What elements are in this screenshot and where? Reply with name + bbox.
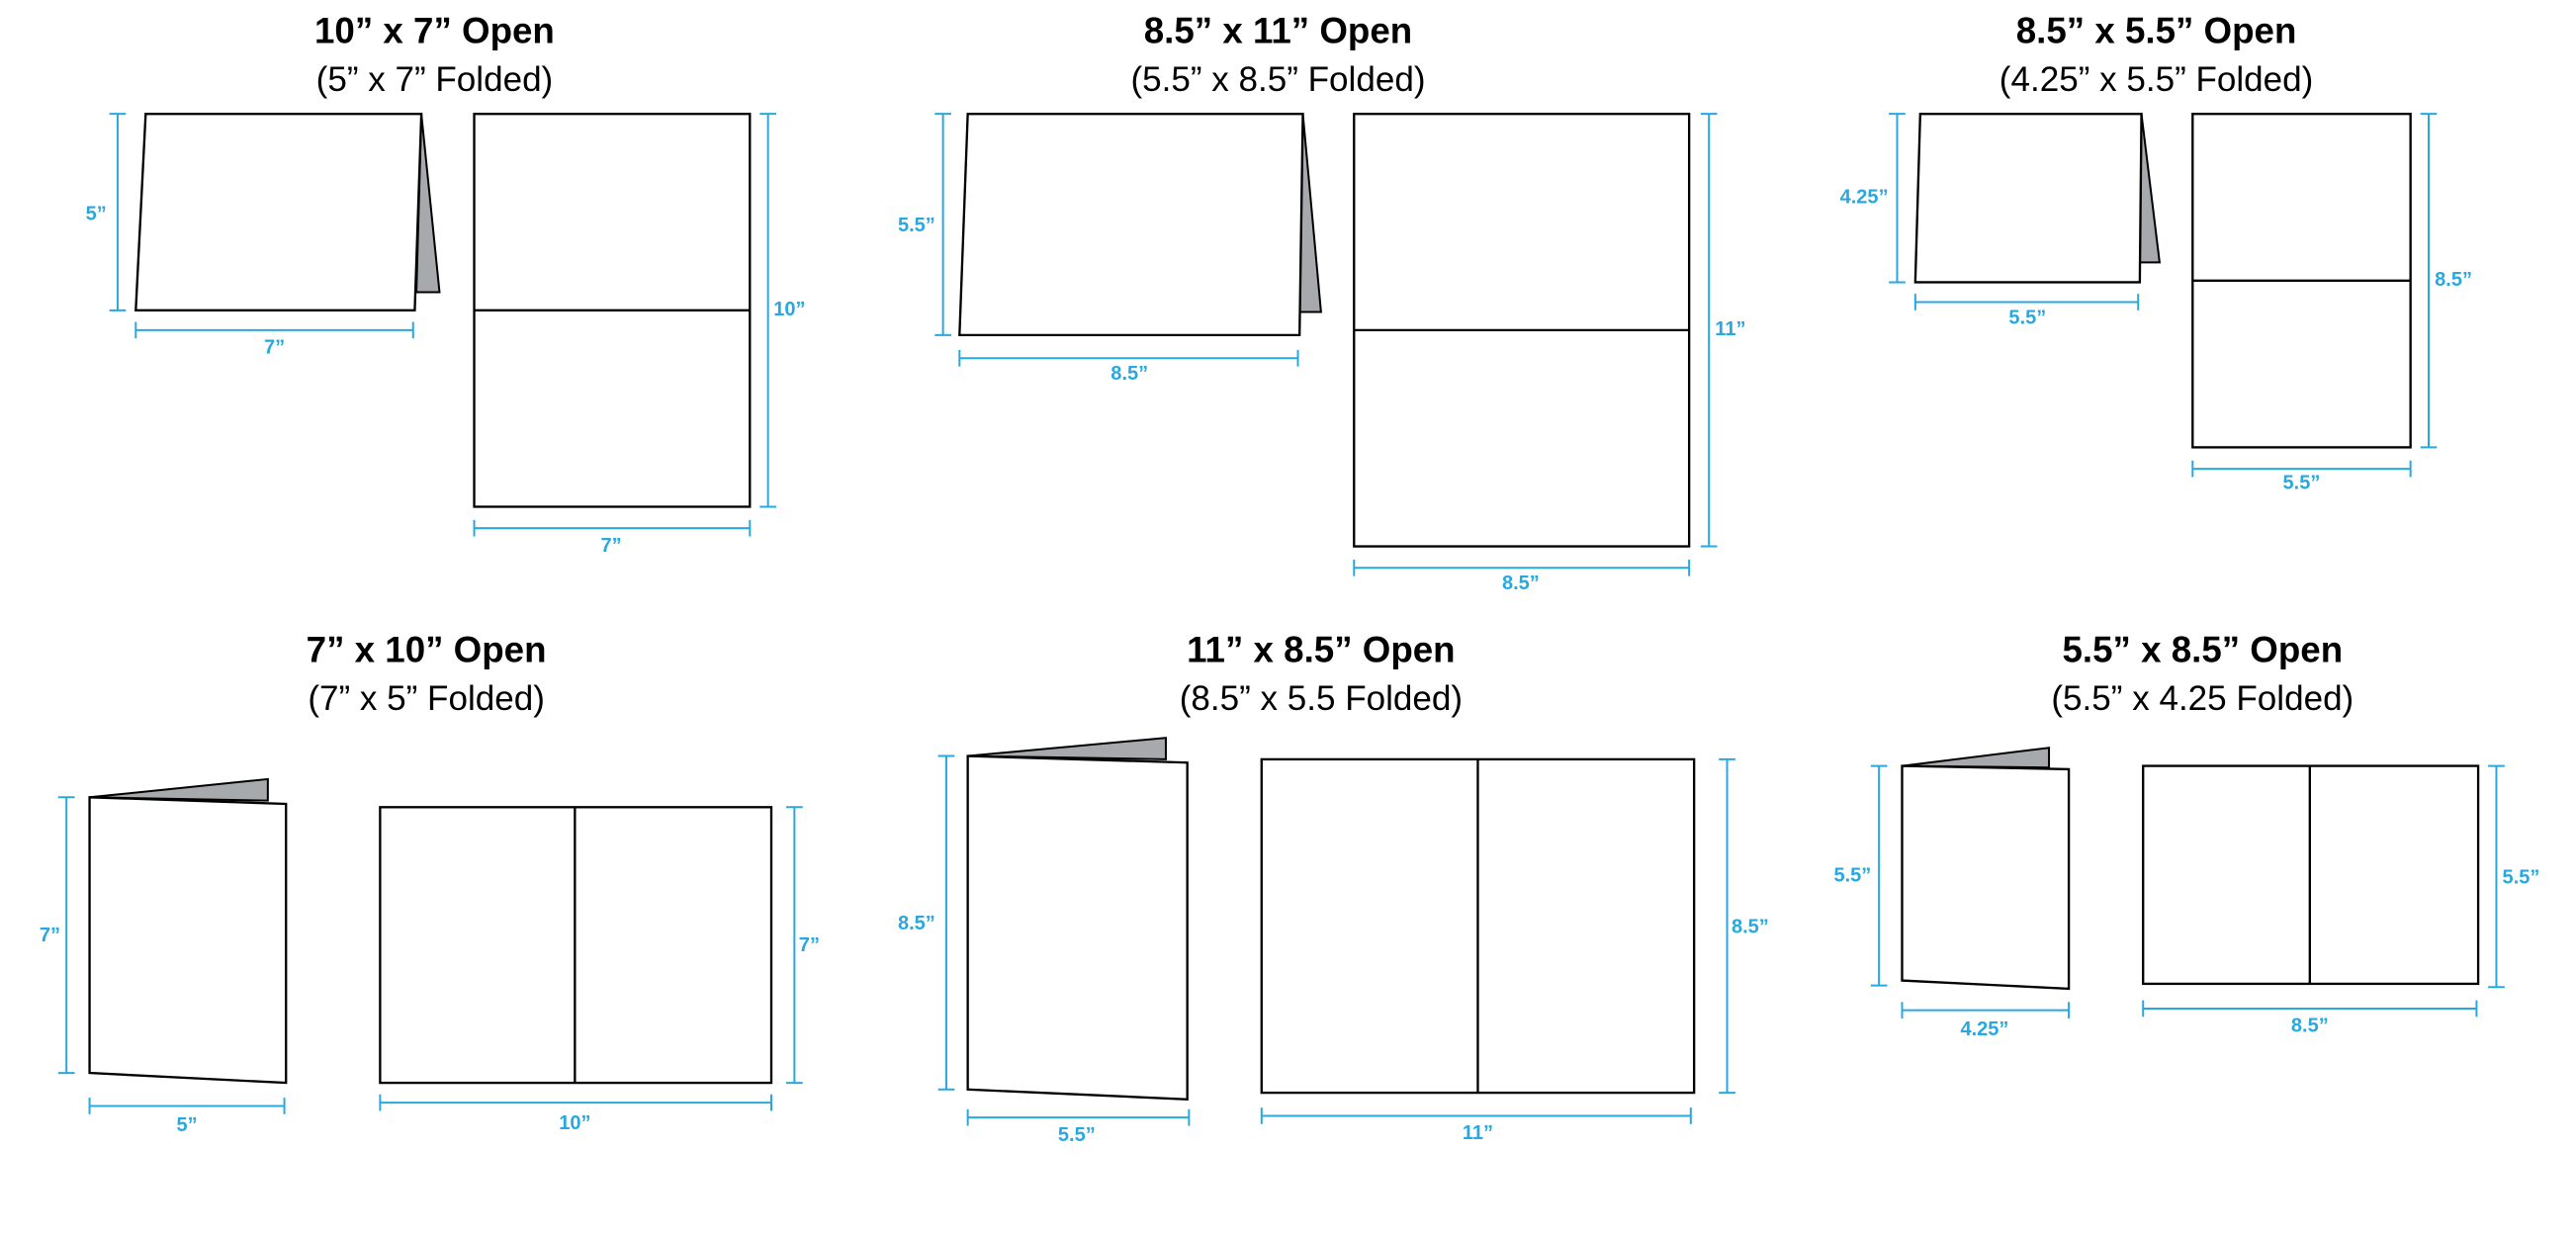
dimension-label: 5.5”: [2008, 307, 2046, 328]
folded-height-dimension: 5”: [86, 113, 127, 311]
folded-width-dimension: 7”: [134, 321, 414, 359]
dimension-label: 8.5”: [1732, 916, 1769, 937]
dimension-label: 10”: [559, 1112, 590, 1134]
panel-subtitle: (4.25” x 5.5” Folded): [1999, 60, 2314, 99]
panel-subtitle: (8.5” x 5.5 Folded): [1180, 679, 1463, 718]
dimension-label: 11”: [1463, 1122, 1493, 1144]
size-panel: 8.5” x 5.5” Open (4.25” x 5.5” Folded) 4.2…: [1840, 10, 2472, 493]
dimension-label: 7”: [799, 934, 820, 956]
dimension-label: 8.5”: [1110, 363, 1148, 385]
folded-width-dimension: 5.5”: [966, 1108, 1191, 1146]
dimension-label: 4.25”: [1960, 1018, 2008, 1040]
open-height-dimension: 5.5”: [2488, 764, 2540, 989]
folded-card: [134, 113, 441, 312]
size-panel: 7” x 10” Open (7” x 5” Folded) 7” 5” 7” 10”: [40, 629, 820, 1135]
folded-height-dimension: 8.5”: [898, 754, 955, 1091]
open-height-dimension: 8.5”: [1719, 757, 1769, 1095]
dimension-label: 10”: [773, 299, 805, 320]
panel-title: 11” x 8.5” Open: [1187, 629, 1455, 669]
dimension-label: 8.5”: [1502, 573, 1540, 594]
panel-subtitle: (7” x 5” Folded): [308, 679, 545, 718]
dimension-label: 5.5”: [1833, 865, 1871, 887]
dimension-label: 8.5”: [2291, 1016, 2329, 1037]
dimension-label: 5”: [86, 203, 107, 224]
folded-width-dimension: 4.25”: [1901, 1002, 2071, 1040]
dimension-label: 5.5”: [2283, 472, 2321, 493]
panel-title: 5.5” x 8.5” Open: [2062, 629, 2343, 669]
dimension-label: 7”: [264, 337, 285, 359]
folded-card: [1901, 747, 2071, 991]
dimension-label: 8.5”: [2435, 269, 2472, 291]
open-width-dimension: 7”: [473, 519, 752, 557]
dimension-label: 5.5”: [2503, 866, 2540, 888]
folded-height-dimension: 5.5”: [1833, 764, 1888, 987]
open-card: [1260, 757, 1696, 1095]
dimension-label: 7”: [601, 535, 622, 557]
size-panel: 11” x 8.5” Open (8.5” x 5.5 Folded) 8.5” 5.…: [898, 629, 1769, 1145]
folded-width-dimension: 5.5”: [1913, 294, 2140, 328]
open-width-dimension: 10”: [379, 1094, 773, 1134]
open-height-dimension: 8.5”: [2420, 113, 2472, 449]
open-height-dimension: 7”: [786, 806, 820, 1085]
back-flap: [1902, 747, 2051, 769]
front-cover: [958, 113, 1304, 337]
size-panel: 10” x 7” Open (5” x 7” Folded) 5” 7” 10” 7”: [86, 10, 806, 556]
panel-subtitle: (5” x 7” Folded): [316, 60, 554, 99]
panel-title: 8.5” x 5.5” Open: [2016, 10, 2297, 50]
open-card: [473, 113, 752, 508]
panel-subtitle: (5.5” x 8.5” Folded): [1130, 60, 1425, 99]
panel-title: 8.5” x 11” Open: [1144, 10, 1412, 50]
open-card: [1353, 113, 1691, 548]
panel-title: 10” x 7” Open: [314, 10, 555, 50]
front-cover: [88, 796, 288, 1085]
size-panel: 8.5” x 11” Open (5.5” x 8.5” Folded) 5.5” 8…: [898, 10, 1745, 594]
folded-height-dimension: 7”: [40, 796, 75, 1075]
front-cover: [1913, 113, 2143, 284]
front-cover: [134, 113, 423, 312]
open-width-dimension: 5.5”: [2191, 460, 2412, 493]
dimension-label: 11”: [1715, 318, 1745, 340]
front-cover: [1901, 764, 2071, 991]
dimension-label: 5.5”: [898, 215, 935, 236]
open-card: [2191, 113, 2412, 449]
back-flap: [89, 777, 269, 802]
back-flap: [2138, 114, 2162, 264]
folded-card: [966, 737, 1189, 1101]
panel-title: 7” x 10” Open: [307, 629, 547, 669]
dimension-label: 5.5”: [1058, 1124, 1096, 1146]
folded-card: [1913, 113, 2162, 284]
front-cover: [966, 754, 1189, 1101]
folded-width-dimension: 5”: [88, 1098, 286, 1136]
open-height-dimension: 10”: [759, 113, 806, 508]
open-width-dimension: 11”: [1260, 1107, 1692, 1144]
folded-card: [958, 113, 1322, 337]
back-flap: [967, 737, 1167, 760]
dimension-label: 4.25”: [1840, 187, 1889, 209]
folded-width-dimension: 8.5”: [958, 349, 1299, 385]
open-height-dimension: 11”: [1700, 113, 1745, 548]
dimension-label: 5”: [176, 1114, 197, 1136]
size-panel: 5.5” x 8.5” Open (5.5” x 4.25 Folded) 5.5”…: [1833, 629, 2539, 1040]
open-card: [2142, 764, 2480, 986]
panel-subtitle: (5.5” x 4.25 Folded): [2051, 679, 2354, 718]
open-card: [379, 806, 773, 1085]
folded-height-dimension: 5.5”: [898, 113, 951, 336]
folded-card: [88, 777, 288, 1085]
open-width-dimension: 8.5”: [1353, 559, 1691, 594]
open-width-dimension: 8.5”: [2142, 1000, 2478, 1037]
folded-height-dimension: 4.25”: [1840, 113, 1906, 284]
dimension-label: 7”: [40, 925, 60, 946]
dimension-label: 8.5”: [898, 913, 935, 934]
